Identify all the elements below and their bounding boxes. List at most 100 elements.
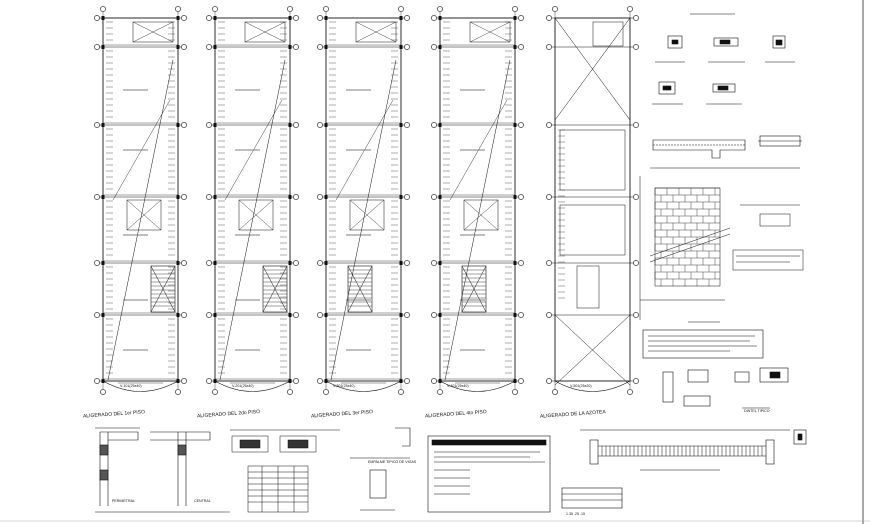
floor-plan-2 bbox=[206, 6, 299, 395]
grid-bubble bbox=[398, 389, 404, 395]
grid-bubble bbox=[546, 260, 552, 266]
front-curve bbox=[325, 380, 402, 392]
grid-bubble bbox=[206, 44, 212, 50]
notes-box bbox=[642, 321, 764, 359]
stair-opening bbox=[262, 265, 288, 313]
grid-bubble bbox=[404, 378, 410, 384]
grid-bubble bbox=[94, 260, 100, 266]
grid-bubble bbox=[404, 260, 410, 266]
beam-tag-2: V-201(25x40) bbox=[232, 384, 254, 388]
grid-bubble bbox=[100, 389, 106, 395]
grid-bubble bbox=[212, 389, 218, 395]
grid-bubble bbox=[633, 378, 639, 384]
bottom-dimensions: 1.35 .25 .15 bbox=[566, 512, 585, 516]
grid-bubble bbox=[293, 312, 299, 318]
grid-bubble bbox=[293, 44, 299, 50]
grid-bubble bbox=[546, 312, 552, 318]
grid-bubble bbox=[317, 122, 323, 128]
beam-tags: V-101(25x40) V-201(25x40) V-301(25x40) V… bbox=[120, 384, 592, 388]
floor-plans bbox=[94, 6, 639, 395]
grid-bubble bbox=[518, 312, 524, 318]
grid-bubble bbox=[175, 389, 181, 395]
front-curve bbox=[554, 380, 631, 392]
grid-bubble bbox=[317, 312, 323, 318]
grid-bubble bbox=[512, 389, 518, 395]
grid-bubble bbox=[94, 44, 100, 50]
grid-bubble bbox=[633, 312, 639, 318]
grid-bubble bbox=[633, 122, 639, 128]
grid-bubble bbox=[317, 378, 323, 384]
grid-bubble bbox=[437, 6, 443, 12]
grid-bubble bbox=[627, 6, 633, 12]
front-curve bbox=[439, 380, 516, 392]
floor-plan-3 bbox=[317, 6, 410, 395]
grid-bubble bbox=[206, 260, 212, 266]
plan-caption-1: ALIGERADO DEL 1er PISO bbox=[83, 409, 145, 419]
stair-opening bbox=[347, 265, 373, 313]
front-curve bbox=[102, 380, 179, 392]
column-details bbox=[95, 427, 230, 513]
grid-bubble bbox=[293, 260, 299, 266]
grid-bubble bbox=[404, 312, 410, 318]
empalme-label: EMPALME TIPICO DE VIGAS bbox=[368, 460, 417, 464]
grid-bubble bbox=[206, 312, 212, 318]
beam-table bbox=[230, 429, 340, 513]
floor-plan-4 bbox=[431, 6, 524, 395]
grid-bubble bbox=[317, 194, 323, 200]
beam-tag-5: V-501(25x20) bbox=[570, 384, 592, 388]
beam-section-details bbox=[650, 13, 802, 169]
grid-bubble bbox=[518, 194, 524, 200]
grid-bubble bbox=[317, 260, 323, 266]
grid-bubble bbox=[317, 44, 323, 50]
beam-elevation bbox=[561, 429, 790, 509]
floor-plan-1 bbox=[94, 6, 187, 395]
grid-bubble bbox=[293, 194, 299, 200]
grid-bubble bbox=[94, 378, 100, 384]
grid-bubble bbox=[518, 260, 524, 266]
grid-bubble bbox=[317, 15, 323, 21]
grid-bubble bbox=[181, 260, 187, 266]
grid-bubble bbox=[404, 15, 410, 21]
grid-bubble bbox=[518, 44, 524, 50]
grid-bubble bbox=[633, 44, 639, 50]
splice-detail bbox=[350, 427, 411, 511]
grid-bubble bbox=[181, 44, 187, 50]
grid-bubble bbox=[100, 6, 106, 12]
beam-tag-4: V-401(25x40) bbox=[447, 384, 469, 388]
floor-plan-5 bbox=[546, 6, 639, 395]
grid-bubble bbox=[206, 194, 212, 200]
grid-bubble bbox=[437, 389, 443, 395]
grid-bubble bbox=[94, 194, 100, 200]
beam-tag-1: V-101(25x40) bbox=[120, 384, 142, 388]
grid-bubble bbox=[175, 6, 181, 12]
grid-bubble bbox=[206, 378, 212, 384]
brick-wall-detail bbox=[639, 176, 804, 320]
grid-bubble bbox=[287, 389, 293, 395]
stair-opening bbox=[150, 265, 176, 313]
plan-caption-2: ALIGERADO DEL 2do PISO bbox=[197, 409, 261, 419]
grid-bubble bbox=[546, 122, 552, 128]
grid-bubble bbox=[404, 44, 410, 50]
dintel-label: DINTEL TIPICO bbox=[744, 409, 770, 413]
grid-bubble bbox=[94, 312, 100, 318]
grid-bubble bbox=[181, 122, 187, 128]
grid-bubble bbox=[431, 378, 437, 384]
grid-bubble bbox=[431, 44, 437, 50]
grid-bubble bbox=[431, 15, 437, 21]
grid-bubble bbox=[293, 122, 299, 128]
grid-bubble bbox=[431, 312, 437, 318]
plan-caption-4: ALIGERADO DEL 4to PISO bbox=[425, 409, 487, 419]
grid-bubble bbox=[552, 389, 558, 395]
beam-tag-3: V-301(25x40) bbox=[333, 384, 355, 388]
grid-bubble bbox=[181, 378, 187, 384]
grid-bubble bbox=[518, 15, 524, 21]
grid-bubble bbox=[431, 260, 437, 266]
plan-captions: ALIGERADO DEL 1er PISO ALIGERADO DEL 2do… bbox=[83, 409, 607, 420]
grid-bubble bbox=[94, 15, 100, 21]
plan-caption-5: ALIGERADO DE LA AZOTEA bbox=[540, 409, 607, 420]
grid-bubble bbox=[212, 6, 218, 12]
grid-bubble bbox=[552, 6, 558, 12]
grid-bubble bbox=[181, 312, 187, 318]
grid-bubble bbox=[181, 194, 187, 200]
